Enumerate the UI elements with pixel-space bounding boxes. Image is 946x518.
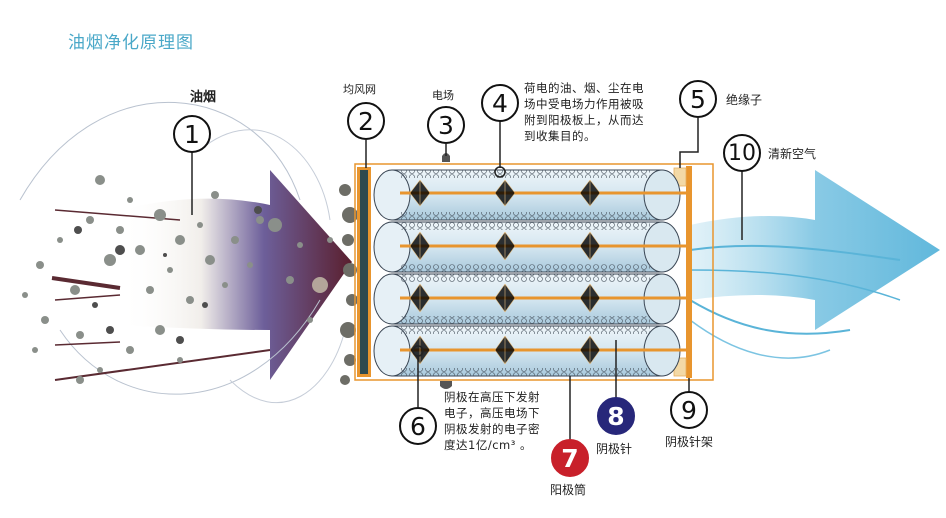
callout-1: 1	[173, 115, 211, 153]
label-air-mesh: 均风网	[343, 83, 376, 96]
diagram-title: 油烟净化原理图	[68, 33, 194, 53]
label-electric-field: 电场	[432, 89, 454, 102]
callout-8: 8	[597, 397, 635, 435]
callout-9: 9	[670, 391, 708, 429]
description-4: 荷电的油、烟、尘在电 场中受电场力作用被吸 附到阳极板上，从而达 到收集目的。	[524, 81, 644, 143]
anode-tube	[373, 273, 688, 325]
anode-tube	[373, 169, 688, 221]
callout-leaders	[191, 118, 743, 441]
cathode-needle-rack	[686, 166, 692, 378]
callout-4: 4	[481, 84, 519, 122]
anode-tubes	[373, 169, 688, 377]
label-insulator: 绝缘子	[726, 93, 763, 107]
label-clean-air: 清新空气	[768, 147, 817, 161]
callout-5: 5	[679, 80, 717, 118]
label-anode-tube: 阳极筒	[550, 483, 587, 497]
anode-tube	[373, 221, 688, 273]
oil-smoke-inflow-arrow	[19, 102, 358, 404]
air-distribution-mesh	[360, 170, 368, 374]
callout-3: 3	[427, 106, 465, 144]
callout-6: 6	[399, 407, 437, 445]
label-cathode-rack: 阴极针架	[665, 435, 714, 449]
description-6: 阴极在高压下发射 电子，高压电场下 阴极发射的电子密 度达1亿/cm³ 。	[444, 390, 540, 452]
callout-10: 10	[723, 134, 761, 172]
electron-emission-sprays	[409, 179, 601, 365]
callout-2: 2	[347, 102, 385, 140]
callout-7: 7	[551, 439, 589, 477]
clean-air-outflow-arrow	[689, 170, 940, 359]
electric-field-housing	[354, 153, 714, 389]
label-cathode-needle: 阴极针	[596, 442, 633, 456]
label-oil-smoke: 油烟	[190, 90, 217, 105]
anode-tube	[373, 325, 688, 377]
